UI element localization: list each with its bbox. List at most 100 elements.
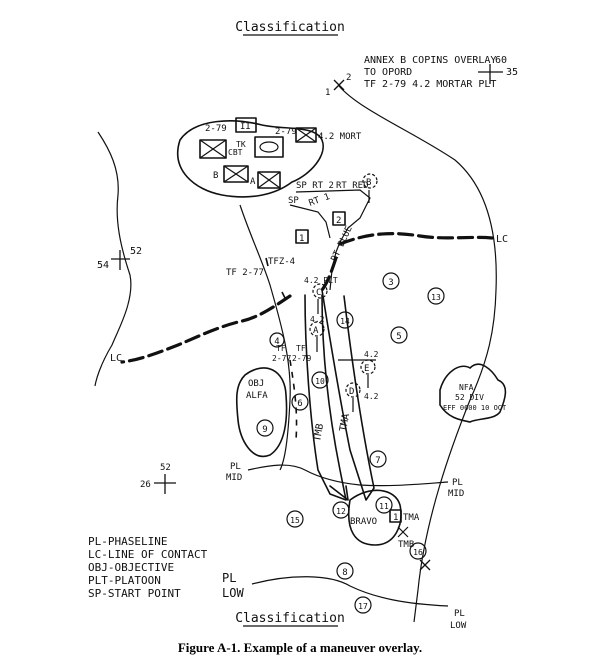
- axis-tma-label: TMA: [338, 413, 352, 433]
- objective-bravo: [348, 489, 402, 546]
- unit-2-79-right: 2-79: [275, 127, 297, 137]
- unit-ii-symbol: [235, 117, 257, 133]
- legend: PL-PHASELINE LC-LINE OF CONTACT OBJ-OBJE…: [88, 535, 208, 600]
- grid-ref-x1: 1: [325, 88, 330, 98]
- position-c-marker: [312, 283, 328, 299]
- position-b-label: B: [366, 178, 371, 188]
- position-e-label: E: [364, 364, 369, 374]
- route-rt-red: [295, 189, 371, 291]
- unit-b-label: B: [213, 171, 218, 181]
- bravo-x-marker: [397, 526, 409, 538]
- unit-cbt-symbol: [199, 139, 227, 159]
- pl-mid-left-b: MID: [226, 473, 242, 483]
- obj-alfa-line-2: ALFA: [246, 391, 268, 401]
- legend-low-label: LOW: [222, 586, 244, 600]
- point-17-label: 17: [358, 602, 368, 611]
- route-rt-red-label: RT RED: [336, 181, 369, 191]
- phase-line-mid: [247, 464, 449, 487]
- bravo-box-1-label: 1: [393, 513, 398, 523]
- annex-line-2: TO OPORD: [364, 67, 412, 78]
- point-6-label: 6: [297, 399, 302, 409]
- grid-ref-ne-right: 35: [506, 67, 518, 78]
- unit-cbt-label: CBT: [228, 148, 243, 157]
- line-of-contact-left: [120, 294, 292, 364]
- point-8: [336, 562, 354, 580]
- unit-a-symbol: [257, 171, 281, 189]
- grid-ref-ne-top: 60: [495, 55, 507, 66]
- legend-item-pl: PL-PHASELINE: [88, 535, 167, 548]
- unit-mort-label: 4.2 MORT: [318, 132, 362, 142]
- unit-a-label: A: [250, 177, 256, 187]
- point-9: [256, 419, 274, 437]
- grid-ref-x2: 2: [346, 73, 351, 83]
- lc-right-label: LC: [496, 234, 508, 245]
- tf-277-label: TF 2-77: [226, 268, 264, 278]
- point-7: [369, 450, 387, 468]
- point-15-label: 15: [290, 516, 300, 525]
- tf-boundary-tick-2: [281, 291, 287, 301]
- point-10-label: 10: [315, 377, 325, 386]
- bravo-box-1: [389, 509, 402, 523]
- point-13-label: 13: [431, 293, 441, 302]
- position-c-label: C: [316, 288, 321, 298]
- point-12: [332, 501, 350, 519]
- figure-caption: Figure A-1. Example of a maneuver overla…: [177, 640, 423, 655]
- plt-label: 4.2 PLT: [304, 276, 338, 285]
- boundary-x-marker-top: [333, 79, 345, 91]
- legend-pl-label: PL: [222, 571, 236, 585]
- mortar-4-2-b: 4.2: [364, 350, 379, 359]
- legend-item-obj: OBJ-OBJECTIVE: [88, 561, 174, 574]
- unit-tk-label: TK: [236, 140, 246, 149]
- point-17: [354, 596, 372, 614]
- point-16-label: 16: [413, 548, 423, 557]
- mortar-4-2-a: 4.2: [310, 315, 325, 324]
- legend-item-sp: SP-START POINT: [88, 587, 181, 600]
- unit-2-79-left: 2-79: [205, 124, 227, 134]
- point-3: [382, 272, 400, 290]
- route-sp-label: SP: [288, 196, 299, 206]
- obj-bravo-label: BRAVO: [350, 517, 377, 527]
- grid-ref-w-right: 52: [130, 246, 142, 257]
- position-b-marker: [362, 173, 378, 189]
- boundary-line-west: [94, 131, 132, 387]
- tmb-box-label: TMB: [398, 540, 414, 550]
- tfz4-label: TFZ-4: [268, 257, 295, 267]
- point-8-label: 8: [342, 568, 347, 578]
- boundary-line-east: [338, 85, 497, 623]
- classification-top: Classification: [235, 20, 345, 35]
- line-of-contact-right: [338, 232, 494, 246]
- point-7-label: 7: [375, 456, 380, 466]
- tf-b-2: 2-79: [292, 354, 311, 363]
- pl-low-b: LOW: [450, 621, 467, 631]
- unit-tk-symbol: [254, 136, 284, 158]
- annex-line-3: TF 2-79 4.2 MORTAR PLT: [364, 79, 496, 90]
- assembly-area: [177, 120, 324, 198]
- route-box-1: [295, 229, 309, 244]
- route-rt1: [289, 204, 331, 239]
- point-4-label: 4: [274, 337, 279, 347]
- axis-tma: [321, 289, 375, 501]
- grid-cross-sw: [154, 474, 176, 494]
- point-16: [409, 542, 427, 560]
- legend-item-lc: LC-LINE OF CONTACT: [88, 548, 208, 561]
- point-14: [336, 311, 354, 329]
- objective-alfa: [235, 367, 288, 458]
- boundary-x-marker-bottom: [419, 559, 431, 571]
- pl-low-a: PL: [454, 609, 465, 619]
- unit-ii-label: II: [240, 122, 251, 132]
- pl-mid-left-a: PL: [230, 462, 241, 472]
- tf-boundary-dashed: [289, 359, 298, 441]
- tf-boundary-tick-1: [265, 257, 269, 267]
- position-a-marker: [309, 321, 325, 337]
- point-5: [390, 326, 408, 344]
- grid-ref-sw-top: 52: [160, 463, 171, 473]
- axis-tmb-arrowhead: [329, 485, 349, 501]
- point-10: [311, 371, 329, 389]
- route-box-2-label: 2: [336, 216, 341, 226]
- unit-b-symbol: [223, 165, 249, 183]
- legend-item-plt: PLT-PLATOON: [88, 574, 161, 587]
- point-9-label: 9: [262, 425, 267, 435]
- nfa-line-3: EFF 0600 10 OCT: [443, 404, 507, 412]
- grid-cross-ne: [478, 64, 503, 84]
- position-d-marker: [345, 382, 361, 398]
